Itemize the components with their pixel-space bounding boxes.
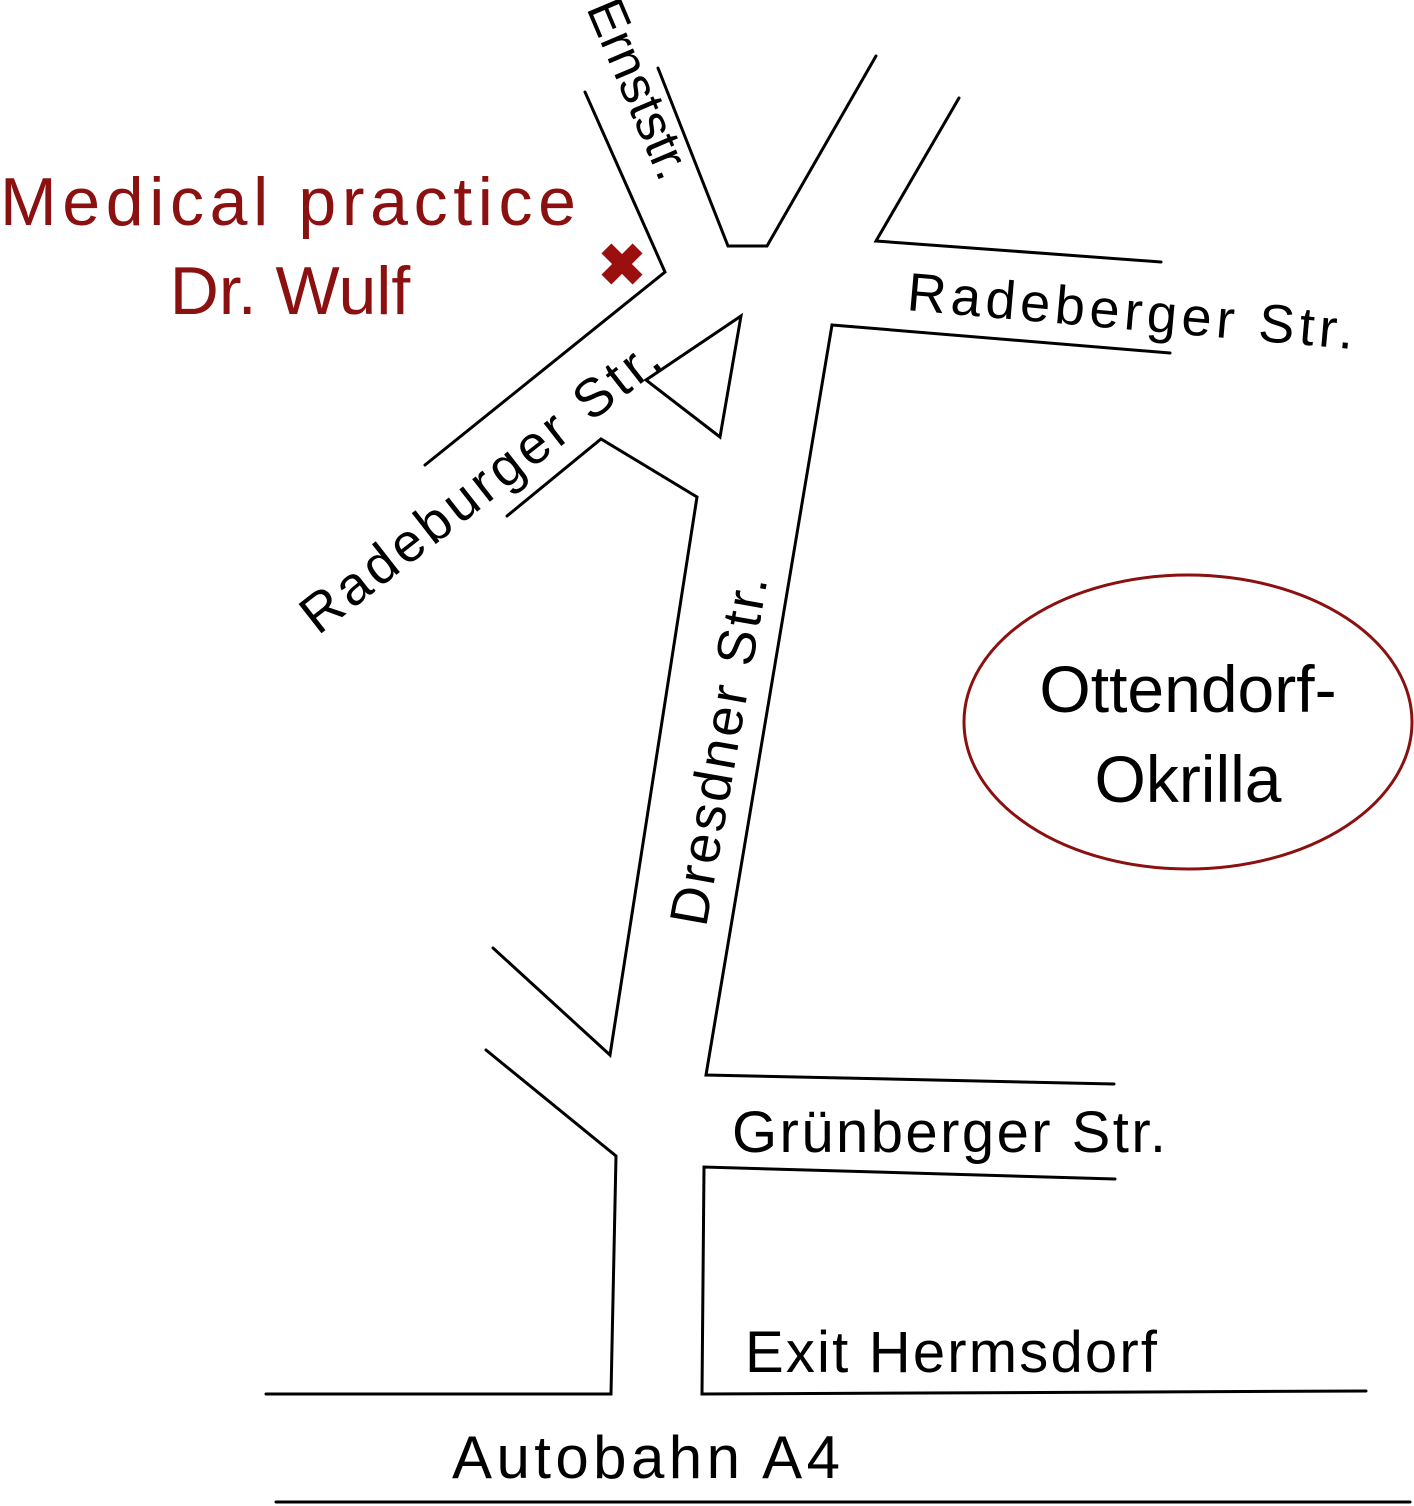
ernststr-left-edge <box>423 90 667 467</box>
town-name-line2: Okrilla <box>1094 742 1281 816</box>
practice-doctor: Dr. Wulf <box>170 253 411 329</box>
label-exit-hermsdorf: Exit Hermsdorf <box>745 1320 1158 1385</box>
exit-left-edge <box>264 1048 618 1396</box>
traffic-island <box>643 312 744 440</box>
label-autobahn-a4: Autobahn A4 <box>452 1424 840 1491</box>
town-ellipse <box>962 573 1414 871</box>
roads <box>264 54 1412 1504</box>
ernststr-right-edge <box>656 54 878 248</box>
town-name-line1: Ottendorf- <box>1039 652 1336 726</box>
dresdner-left-edge <box>491 437 699 1058</box>
radeberger-bottom-edge <box>704 323 1172 1086</box>
gruenberger-bottom-edge <box>700 1165 1368 1396</box>
practice-name: Medical practice <box>0 164 576 240</box>
red-cross-icon <box>601 243 643 285</box>
label-gruenberger-str: Grünberger Str. <box>732 1100 1166 1165</box>
label-radeburger-str: Radeburger Str. <box>288 327 672 645</box>
radeberger-top-edge <box>873 96 1163 264</box>
label-radeberger-str: Radeberger Str. <box>905 262 1357 361</box>
label-ernststr: Ernststr. <box>575 0 703 188</box>
